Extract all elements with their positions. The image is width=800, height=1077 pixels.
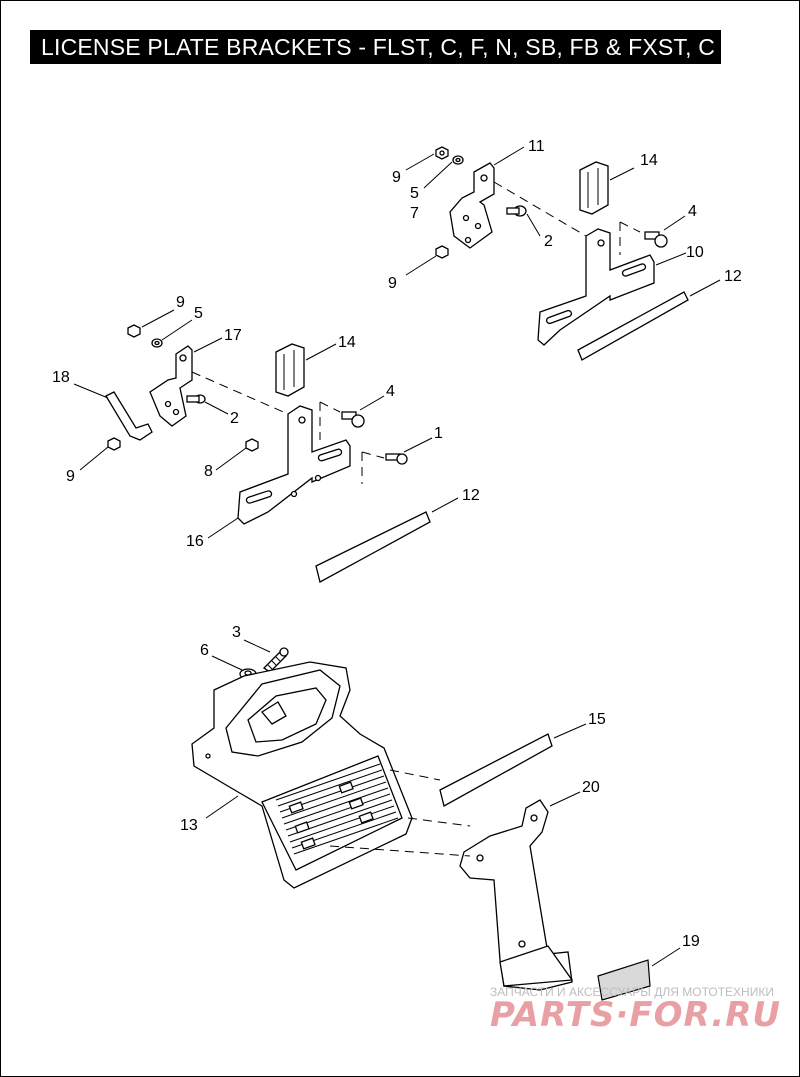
label-9-lower: 9 — [66, 468, 75, 485]
label-14: 14 — [640, 152, 658, 169]
label-4: 4 — [688, 203, 697, 220]
watermark-brand-logo: PARTS·FOR.RU — [490, 995, 781, 1035]
label-1: 1 — [434, 425, 443, 442]
label-12: 12 — [724, 268, 742, 285]
bracket-17 — [149, 345, 193, 427]
page-title: LICENSE PLATE BRACKETS - FLST, C, F, N, … — [30, 30, 721, 64]
reflector-19 — [597, 959, 651, 1001]
label-3: 3 — [232, 624, 241, 641]
label-9: 9 — [176, 294, 185, 311]
label-5: 5 — [410, 185, 419, 202]
label-5: 5 — [194, 305, 203, 322]
nut-8 — [245, 438, 259, 452]
label-19: 19 — [682, 933, 700, 950]
label-2: 2 — [544, 233, 553, 250]
bolt-4-mid — [341, 411, 365, 428]
label-6: 6 — [200, 642, 209, 659]
watermark-caption: ЗАПЧАСТИ И АКСЕССУАРЫ ДЛЯ МОТОТЕХНИКИ — [490, 985, 774, 999]
bracket-18 — [105, 391, 153, 441]
bolt-4-upper — [644, 231, 668, 248]
nut-9-upper — [435, 146, 449, 160]
nut-9-mid-lower — [107, 437, 121, 451]
label-12: 12 — [462, 487, 480, 504]
washer-5-upper — [452, 155, 464, 165]
label-17: 17 — [224, 327, 242, 344]
label-16: 16 — [186, 533, 204, 550]
nut-9-mid — [127, 324, 141, 338]
label-11: 11 — [528, 138, 545, 155]
label-9-lower: 9 — [388, 275, 397, 292]
bracket-16 — [237, 405, 351, 525]
nut-9-upper-lower — [435, 245, 449, 259]
clip-14-mid — [275, 343, 305, 397]
bracket-20 — [459, 799, 574, 991]
assembly-middle-left: 9 5 17 14 18 2 4 1 9 8 16 12 — [52, 294, 480, 583]
label-20: 20 — [582, 779, 600, 796]
screw-1 — [385, 453, 408, 465]
label-7: 7 — [410, 205, 419, 222]
label-14: 14 — [338, 334, 356, 351]
bracket-11 — [449, 162, 495, 249]
assembly-lower: 3 6 15 13 20 19 — [180, 624, 700, 1001]
label-10: 10 — [686, 244, 704, 261]
watermark: ЗАПЧАСТИ И АКСЕССУАРЫ ДЛЯ МОТОТЕХНИКИ PA… — [490, 985, 781, 1035]
clip-14-upper — [579, 161, 609, 215]
screw-2-upper — [506, 205, 527, 217]
label-15: 15 — [588, 711, 606, 728]
label-8: 8 — [204, 463, 213, 480]
screw-2-mid — [186, 394, 206, 404]
housing-13 — [191, 661, 413, 889]
label-18: 18 — [52, 369, 70, 386]
bracket-10 — [537, 228, 655, 346]
strip-15 — [439, 733, 553, 807]
assembly-upper-right: 9 5 7 11 14 2 4 9 10 12 — [388, 138, 742, 361]
washer-5-mid — [151, 338, 163, 348]
label-13: 13 — [180, 817, 198, 834]
strip-12-upper — [577, 291, 689, 361]
label-2: 2 — [230, 410, 239, 427]
strip-12-mid — [315, 511, 431, 583]
label-9: 9 — [392, 169, 401, 186]
label-4: 4 — [386, 383, 395, 400]
